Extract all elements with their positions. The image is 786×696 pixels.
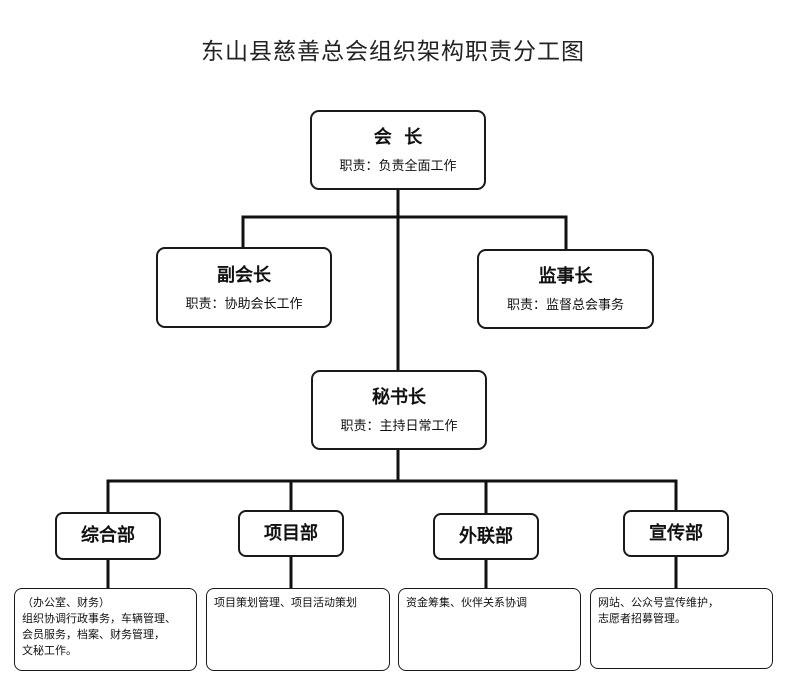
desc-line: 志愿者招募管理。 xyxy=(598,612,686,625)
desc-external-relations: 资金筹集、伙伴关系协调 xyxy=(398,588,581,671)
president-duty: 职责：负责全面工作 xyxy=(339,159,457,174)
desc-line: 文秘工作。 xyxy=(22,644,77,657)
president-title: 会 长 xyxy=(373,127,423,148)
desc-line: 项目策划管理、项目活动策划 xyxy=(214,596,357,609)
desc-line: 资金筹集、伙伴关系协调 xyxy=(406,596,527,609)
dept-publicity: 宣传部 xyxy=(623,510,729,557)
dept-general-affairs: 综合部 xyxy=(55,512,161,560)
dept-projects: 项目部 xyxy=(238,510,344,557)
desc-projects: 项目策划管理、项目活动策划 xyxy=(206,588,390,671)
desc-line: （办公室、财务） xyxy=(22,596,110,609)
desc-general-affairs: （办公室、财务） 组织协调行政事务，车辆管理、 会员服务，档案、财务管理， 文秘… xyxy=(14,588,197,671)
dept-external-relations: 外联部 xyxy=(433,513,539,560)
vice-president-box: 副会长 职责：协助会长工作 xyxy=(156,247,332,328)
president-box: 会 长 职责：负责全面工作 xyxy=(310,110,486,190)
vice-president-duty: 职责：协助会长工作 xyxy=(185,297,303,312)
chart-title: 东山县慈善总会组织架构职责分工图 xyxy=(201,39,585,65)
desc-line: 组织协调行政事务，车辆管理、 xyxy=(22,612,176,625)
secretary-general-box: 秘书长 职责：主持日常工作 xyxy=(311,370,487,450)
desc-line: 网站、公众号宣传维护， xyxy=(598,596,719,609)
desc-line: 会员服务，档案、财务管理， xyxy=(22,628,165,641)
vice-president-title: 副会长 xyxy=(217,265,271,286)
secretary-general-title: 秘书长 xyxy=(372,387,426,408)
desc-publicity: 网站、公众号宣传维护， 志愿者招募管理。 xyxy=(590,588,773,669)
supervisor-title: 监事长 xyxy=(538,266,593,287)
supervisor-box: 监事长 职责：监督总会事务 xyxy=(477,249,654,329)
secretary-general-duty: 职责：主持日常工作 xyxy=(340,419,458,434)
supervisor-duty: 职责：监督总会事务 xyxy=(506,298,624,313)
